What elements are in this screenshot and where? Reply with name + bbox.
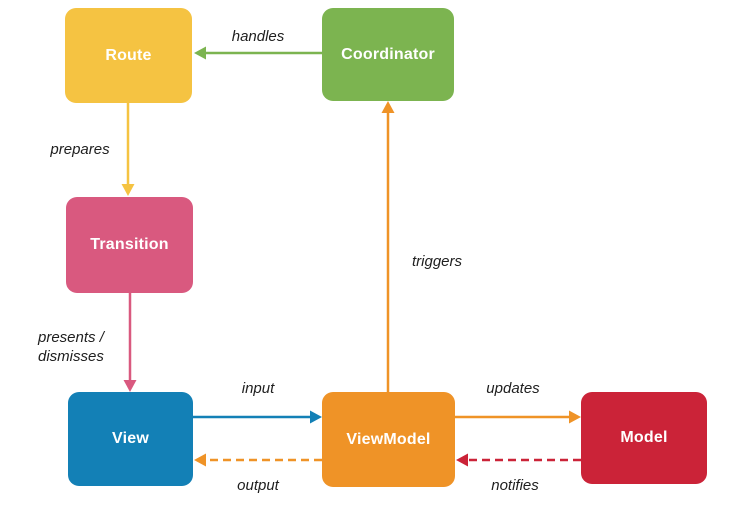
edge-label-prepares: prepares <box>50 141 110 158</box>
edge-triggers-arrowhead <box>381 101 395 113</box>
node-view: View <box>68 392 193 486</box>
edge-input-arrowhead <box>310 410 322 424</box>
node-model: Model <box>581 392 707 484</box>
edge-label-updates: updates <box>486 380 540 397</box>
node-view-label: View <box>112 430 149 447</box>
edge-prepares-arrowhead <box>121 184 135 196</box>
edge-presents-arrowhead <box>123 380 137 392</box>
node-route: Route <box>65 8 192 103</box>
edge-output-arrowhead <box>194 453 206 467</box>
edge-notifies-arrowhead <box>456 453 468 467</box>
edge-label-presents-dismisses: presents / dismisses <box>38 329 104 365</box>
node-transition: Transition <box>66 197 193 293</box>
edge-label-notifies: notifies <box>491 477 539 494</box>
edge-label-input: input <box>241 380 275 397</box>
edge-updates-arrowhead <box>569 410 581 424</box>
edge-label-handles: handles <box>231 28 285 45</box>
edge-label-output: output <box>237 477 279 494</box>
edge-label-triggers: triggers <box>411 253 463 270</box>
edge-handles-arrowhead <box>194 46 206 60</box>
node-route-label: Route <box>105 46 152 64</box>
node-viewmodel: ViewModel <box>322 392 455 487</box>
node-transition-label: Transition <box>90 236 169 253</box>
node-viewmodel-label: ViewModel <box>346 430 431 448</box>
node-model-label: Model <box>620 429 668 446</box>
node-coordinator: Coordinator <box>322 8 454 101</box>
node-coordinator-label: Coordinator <box>341 45 435 63</box>
